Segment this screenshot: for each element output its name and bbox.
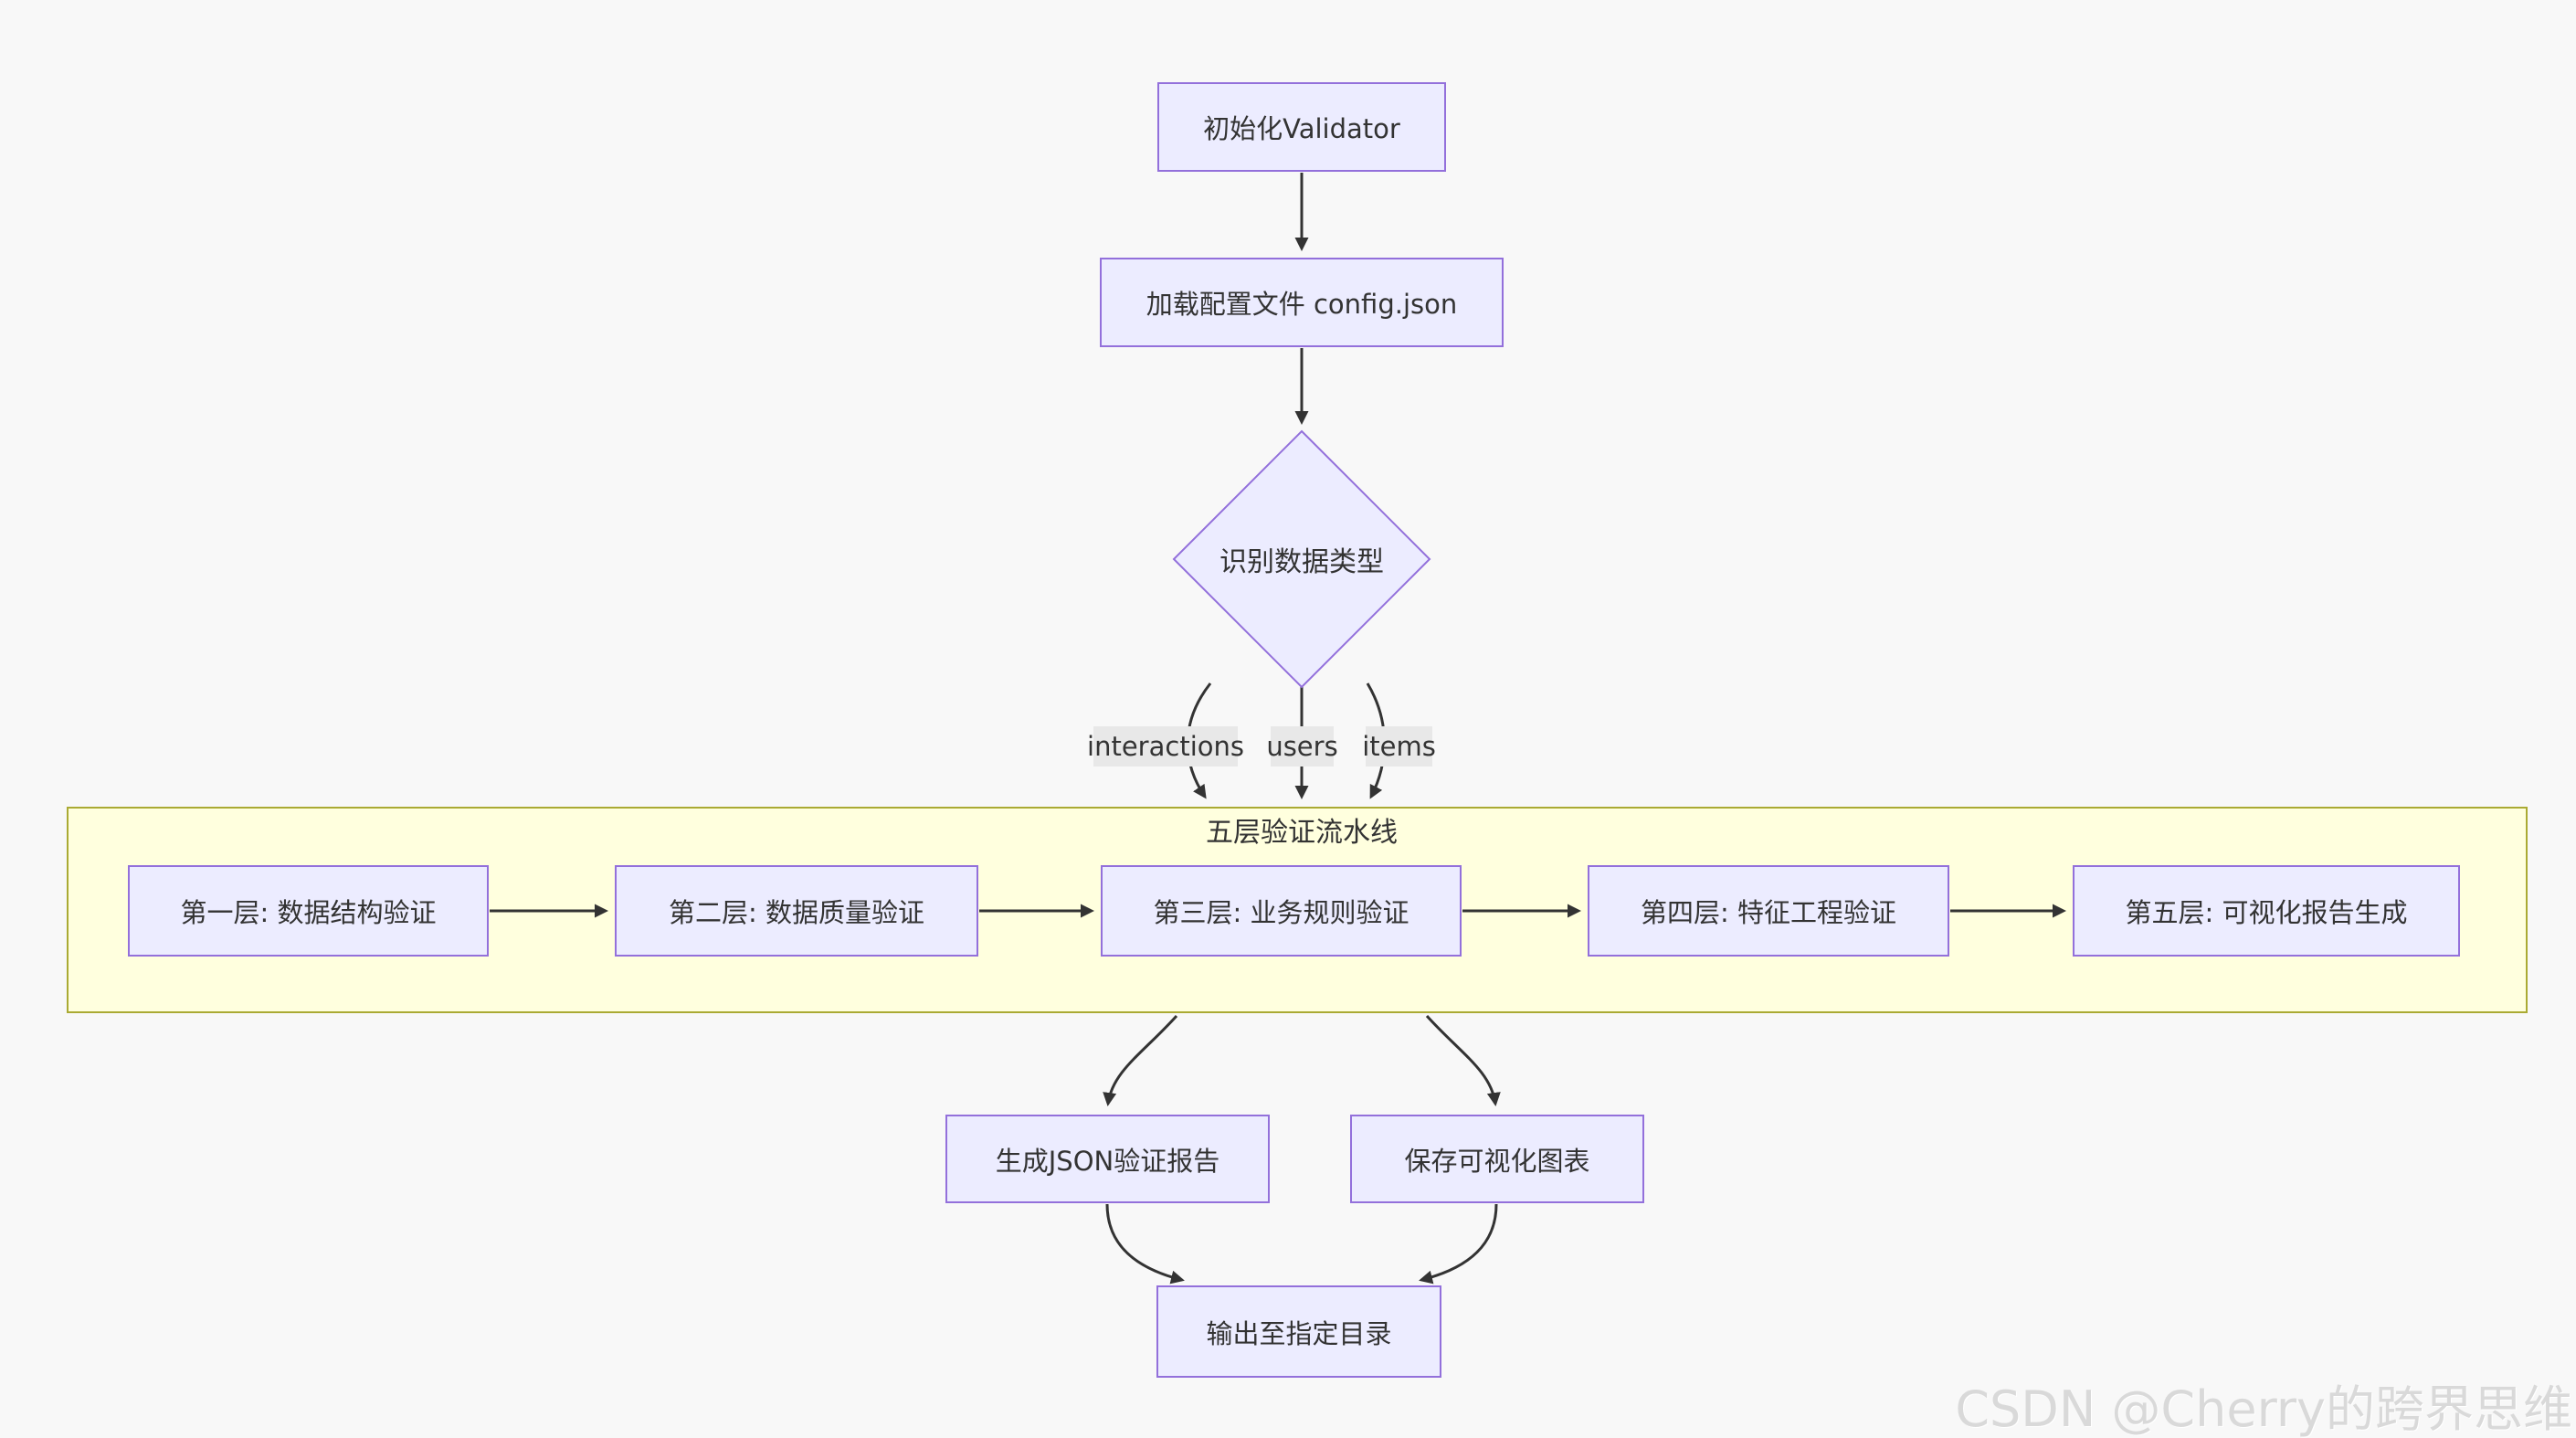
node-init-validator: 初始化Validator [1157, 82, 1446, 172]
node-layer3-label: 第三层: 业务规则验证 [1153, 897, 1409, 928]
node-layer1-structure-validation: 第一层: 数据结构验证 [128, 865, 489, 957]
node-save-visual-charts: 保存可视化图表 [1350, 1115, 1644, 1203]
node-load-config: 加载配置文件 config.json [1100, 258, 1504, 347]
node-layer4-feature-engineering-validation: 第四层: 特征工程验证 [1588, 865, 1949, 957]
edge-label-items-text: items [1362, 731, 1436, 762]
node-init-validator-label: 初始化Validator [1203, 113, 1400, 144]
edge-label-interactions: interactions [1087, 726, 1244, 767]
edge-label-users-text: users [1266, 731, 1338, 762]
edge-label-users: users [1266, 726, 1338, 767]
node-identify-data-type-label: 识别数据类型 [1219, 546, 1384, 578]
node-layer5-visual-report-generation: 第五层: 可视化报告生成 [2073, 865, 2460, 957]
node-layer1-label: 第一层: 数据结构验证 [180, 897, 437, 928]
csdn-watermark: CSDN @Cherry的跨界思维 [1955, 1380, 2572, 1438]
node-layer3-business-rules-validation: 第三层: 业务规则验证 [1101, 865, 1462, 957]
node-load-config-label: 加载配置文件 config.json [1145, 289, 1458, 320]
node-generate-json-report: 生成JSON验证报告 [945, 1115, 1270, 1203]
node-generate-json-report-label: 生成JSON验证报告 [995, 1145, 1220, 1177]
node-layer4-label: 第四层: 特征工程验证 [1641, 897, 1896, 928]
node-layer2-label: 第二层: 数据质量验证 [669, 897, 924, 928]
node-layer2-quality-validation: 第二层: 数据质量验证 [615, 865, 978, 957]
node-save-visual-charts-label: 保存可视化图表 [1404, 1145, 1590, 1177]
node-identify-data-type: 识别数据类型 [1174, 512, 1430, 607]
edge-label-items: items [1362, 726, 1436, 767]
edge-label-interactions-text: interactions [1087, 731, 1244, 762]
decision-diamond-shape [1172, 429, 1431, 689]
node-output-to-directory: 输出至指定目录 [1156, 1285, 1441, 1378]
node-layer5-label: 第五层: 可视化报告生成 [2125, 897, 2408, 928]
node-output-to-directory-label: 输出至指定目录 [1206, 1317, 1392, 1349]
subgraph-title: 五层验证流水线 [1206, 817, 1398, 849]
